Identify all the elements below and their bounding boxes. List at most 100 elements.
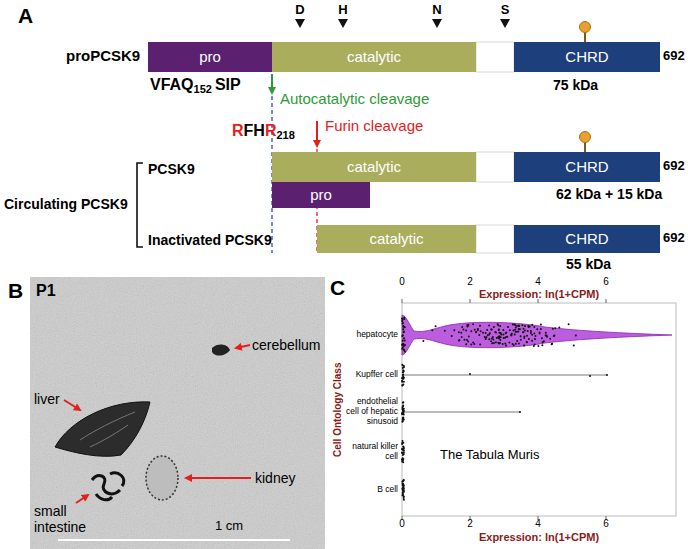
data-point xyxy=(480,330,482,332)
data-point xyxy=(510,335,512,337)
data-point xyxy=(491,337,493,339)
data-point xyxy=(402,442,404,444)
protein-domain: CHRD xyxy=(514,42,660,72)
data-point xyxy=(402,374,404,376)
tick-label: 0 xyxy=(399,518,405,530)
kidney-shape xyxy=(146,456,178,500)
data-point xyxy=(467,325,469,327)
plot-frame xyxy=(402,303,676,516)
axis-title: Cell Ontology Class xyxy=(332,363,344,457)
data-point xyxy=(479,344,481,346)
data-point xyxy=(551,343,553,345)
data-point xyxy=(490,329,492,331)
data-point xyxy=(540,328,542,330)
data-point xyxy=(402,374,404,376)
data-point xyxy=(402,461,404,463)
linker-segment xyxy=(476,152,514,182)
data-point xyxy=(461,326,463,328)
glycan-stem xyxy=(584,142,586,152)
data-point xyxy=(402,405,404,407)
domain-label: CHRD xyxy=(565,231,608,248)
data-point xyxy=(518,343,520,345)
data-point xyxy=(403,479,405,481)
pointer-arrow xyxy=(64,400,80,410)
data-point xyxy=(401,481,403,483)
data-point xyxy=(514,329,516,331)
data-point xyxy=(530,332,532,334)
protein-domain: CHRD xyxy=(514,225,660,253)
data-point xyxy=(502,333,504,335)
protein-domain: pro xyxy=(272,182,370,208)
pointer-arrow xyxy=(76,495,88,503)
data-point xyxy=(403,496,405,498)
data-point xyxy=(545,332,547,334)
data-point xyxy=(497,342,499,344)
data-point xyxy=(526,335,528,337)
data-point xyxy=(518,328,520,330)
data-point xyxy=(537,345,539,347)
data-point xyxy=(467,324,469,326)
data-point xyxy=(402,371,404,373)
scale-bar xyxy=(58,539,290,541)
data-point xyxy=(517,331,519,333)
data-point xyxy=(402,377,404,379)
data-point xyxy=(402,377,404,379)
residue-letter: D xyxy=(295,3,304,18)
data-point xyxy=(404,351,406,353)
data-point xyxy=(401,343,403,345)
data-point xyxy=(403,349,405,351)
violin-whisker xyxy=(402,375,607,376)
data-point xyxy=(404,339,406,341)
data-point xyxy=(401,384,403,386)
data-point xyxy=(499,342,501,344)
data-point xyxy=(402,406,404,408)
data-point xyxy=(502,343,504,345)
data-point xyxy=(536,328,538,330)
data-point xyxy=(402,410,404,412)
data-point xyxy=(482,332,484,334)
residue-number: 218 xyxy=(276,129,294,142)
data-point xyxy=(498,343,500,345)
source-note: The Tabula Muris xyxy=(440,448,539,463)
data-point xyxy=(515,343,517,345)
mass-label: 55 kDa xyxy=(566,256,611,272)
data-point xyxy=(535,335,537,337)
data-point xyxy=(553,335,555,337)
data-point xyxy=(402,369,404,371)
data-point xyxy=(521,324,523,326)
data-point xyxy=(402,417,404,419)
form-name: Inactivated PCSK9 xyxy=(148,232,272,248)
data-point xyxy=(403,337,405,339)
data-point xyxy=(505,331,507,333)
data-point xyxy=(543,340,545,342)
data-point xyxy=(403,491,405,493)
data-point xyxy=(495,332,497,334)
data-point xyxy=(519,411,521,413)
residue-number: 152 xyxy=(194,83,212,96)
sequence-text: VFAQ xyxy=(150,76,194,94)
data-point xyxy=(514,324,516,326)
tick xyxy=(606,299,607,303)
data-point xyxy=(402,458,404,460)
domain-label: catalytic xyxy=(347,49,401,66)
data-point xyxy=(531,340,533,342)
data-point xyxy=(402,482,404,484)
site-marker xyxy=(432,19,442,28)
violin-whisker xyxy=(402,412,520,413)
organ-label: liver xyxy=(34,391,60,407)
protein-domain: catalytic xyxy=(317,225,476,253)
data-point xyxy=(403,381,405,383)
data-point xyxy=(505,344,507,346)
data-point xyxy=(541,337,543,339)
bracket xyxy=(137,163,143,247)
data-point xyxy=(401,448,403,450)
data-point xyxy=(402,440,404,442)
pointer-arrow xyxy=(186,477,251,479)
tick-label: 4 xyxy=(535,276,541,288)
protein-name: proPCSK9 xyxy=(66,47,140,64)
data-point xyxy=(546,336,548,338)
data-point xyxy=(539,332,541,334)
data-point xyxy=(553,334,555,336)
data-point xyxy=(495,341,497,343)
